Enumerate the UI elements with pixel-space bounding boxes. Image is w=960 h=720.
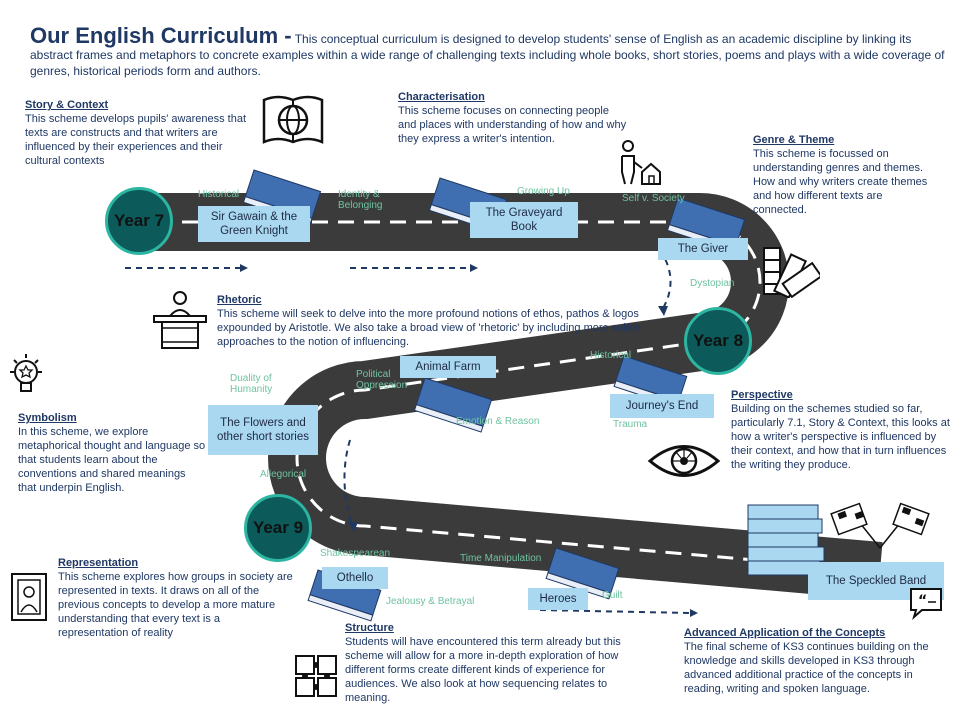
- section-text: This scheme develops pupils' awareness t…: [25, 113, 246, 167]
- section-heading: Characterisation: [398, 91, 485, 103]
- section-text: The final scheme of KS3 continues buildi…: [684, 641, 929, 695]
- section-heading: Rhetoric: [217, 294, 262, 306]
- section-heading: Perspective: [731, 389, 793, 401]
- tag-political-oppression: Political Oppression: [356, 369, 408, 391]
- section-text: This scheme will seek to delve into the …: [217, 308, 642, 348]
- svg-text:“: “: [918, 593, 927, 609]
- puzzle-pieces-icon: [295, 655, 337, 697]
- section-heading: Symbolism: [18, 412, 77, 424]
- header: Our English Curriculum - This conceptual…: [30, 25, 945, 79]
- section-heading: Story & Context: [25, 99, 109, 111]
- book-label-heroes: Heroes: [528, 588, 588, 610]
- light-bulb-icon: [10, 354, 42, 392]
- speaker-podium-icon: [153, 291, 207, 349]
- tag-growing-up: Growing Up: [517, 186, 570, 197]
- section-heading: Representation: [58, 557, 139, 569]
- chequered-flags-icon: [830, 502, 930, 549]
- tag-self-v-society: Self v. Society: [622, 193, 685, 204]
- section-heading: Advanced Application of the Concepts: [684, 627, 886, 639]
- tag-historical-2: Historical: [590, 350, 632, 361]
- tag-historical: Historical: [198, 189, 240, 200]
- section-genre-theme: Genre & Theme This scheme is focussed on…: [753, 133, 938, 217]
- section-heading: Structure: [345, 622, 394, 634]
- section-text: Building on the schemes studied so far, …: [731, 403, 950, 471]
- book-label-animal-farm: Animal Farm: [400, 356, 496, 378]
- book-label-giver: The Giver: [658, 238, 748, 260]
- tag-allegorical: Allegorical: [260, 469, 307, 480]
- section-representation: Representation This scheme explores how …: [58, 556, 293, 640]
- road-center-line: [130, 220, 881, 573]
- section-structure: Structure Students will have encountered…: [345, 621, 645, 705]
- tag-jealousy-betrayal: Jealousy & Betrayal: [386, 596, 475, 607]
- book-label-graveyard: The Graveyard Book: [470, 202, 578, 238]
- book-label-othello: Othello: [322, 567, 388, 589]
- book-globe-icon: [262, 95, 324, 144]
- year-8-badge: Year 8: [684, 307, 752, 375]
- year-9-badge: Year 9: [244, 494, 312, 562]
- header-intro-text: This conceptual curriculum is designed t…: [30, 32, 945, 78]
- tag-trauma: Trauma: [613, 419, 648, 430]
- tag-duality-of-humanity: Duality of Humanity: [230, 373, 273, 395]
- speech-bubble-icon: “: [910, 588, 942, 620]
- tag-shakespearean: Shakespearean: [320, 548, 391, 559]
- page-title: Our English Curriculum -: [30, 23, 292, 48]
- section-text: This scheme focuses on connecting people…: [398, 105, 627, 145]
- tag-time-manipulation: Time Manipulation: [460, 553, 542, 564]
- tag-identity-belonging: Identity & Belonging: [338, 189, 383, 211]
- eye-icon: [647, 445, 721, 477]
- year-7-badge: Year 7: [105, 187, 173, 255]
- book-label-flowers: The Flowers and other short stories: [208, 405, 318, 455]
- colour-swatch-icon: [763, 247, 820, 298]
- section-symbolism: Symbolism In this scheme, we explore met…: [18, 411, 206, 495]
- section-text: This scheme is focussed on understanding…: [753, 148, 928, 216]
- section-text: Students will have encountered this term…: [345, 636, 621, 704]
- tag-emotion-reason: Emotion & Reason: [456, 416, 540, 427]
- section-advanced-application: Advanced Application of the Concepts The…: [684, 626, 934, 696]
- person-house-icon: [621, 140, 661, 185]
- section-text: This scheme explores how groups in socie…: [58, 571, 293, 639]
- tag-dystopian: Dystopian: [690, 278, 735, 289]
- section-characterisation: Characterisation This scheme focuses on …: [398, 90, 628, 146]
- portrait-frame-icon: [11, 573, 47, 621]
- book-label-journeys-end: Journey's End: [610, 394, 714, 418]
- section-rhetoric: Rhetoric This scheme will seek to delve …: [217, 293, 657, 349]
- direction-arrows: [125, 249, 691, 614]
- section-perspective: Perspective Building on the schemes stud…: [731, 388, 951, 472]
- section-heading: Genre & Theme: [753, 134, 835, 146]
- book-label-gawain: Sir Gawain & the Green Knight: [198, 206, 310, 242]
- tag-guilt: Guilt: [602, 590, 623, 601]
- section-text: In this scheme, we explore metaphorical …: [18, 426, 206, 494]
- section-story-context: Story & Context This scheme develops pup…: [25, 98, 260, 168]
